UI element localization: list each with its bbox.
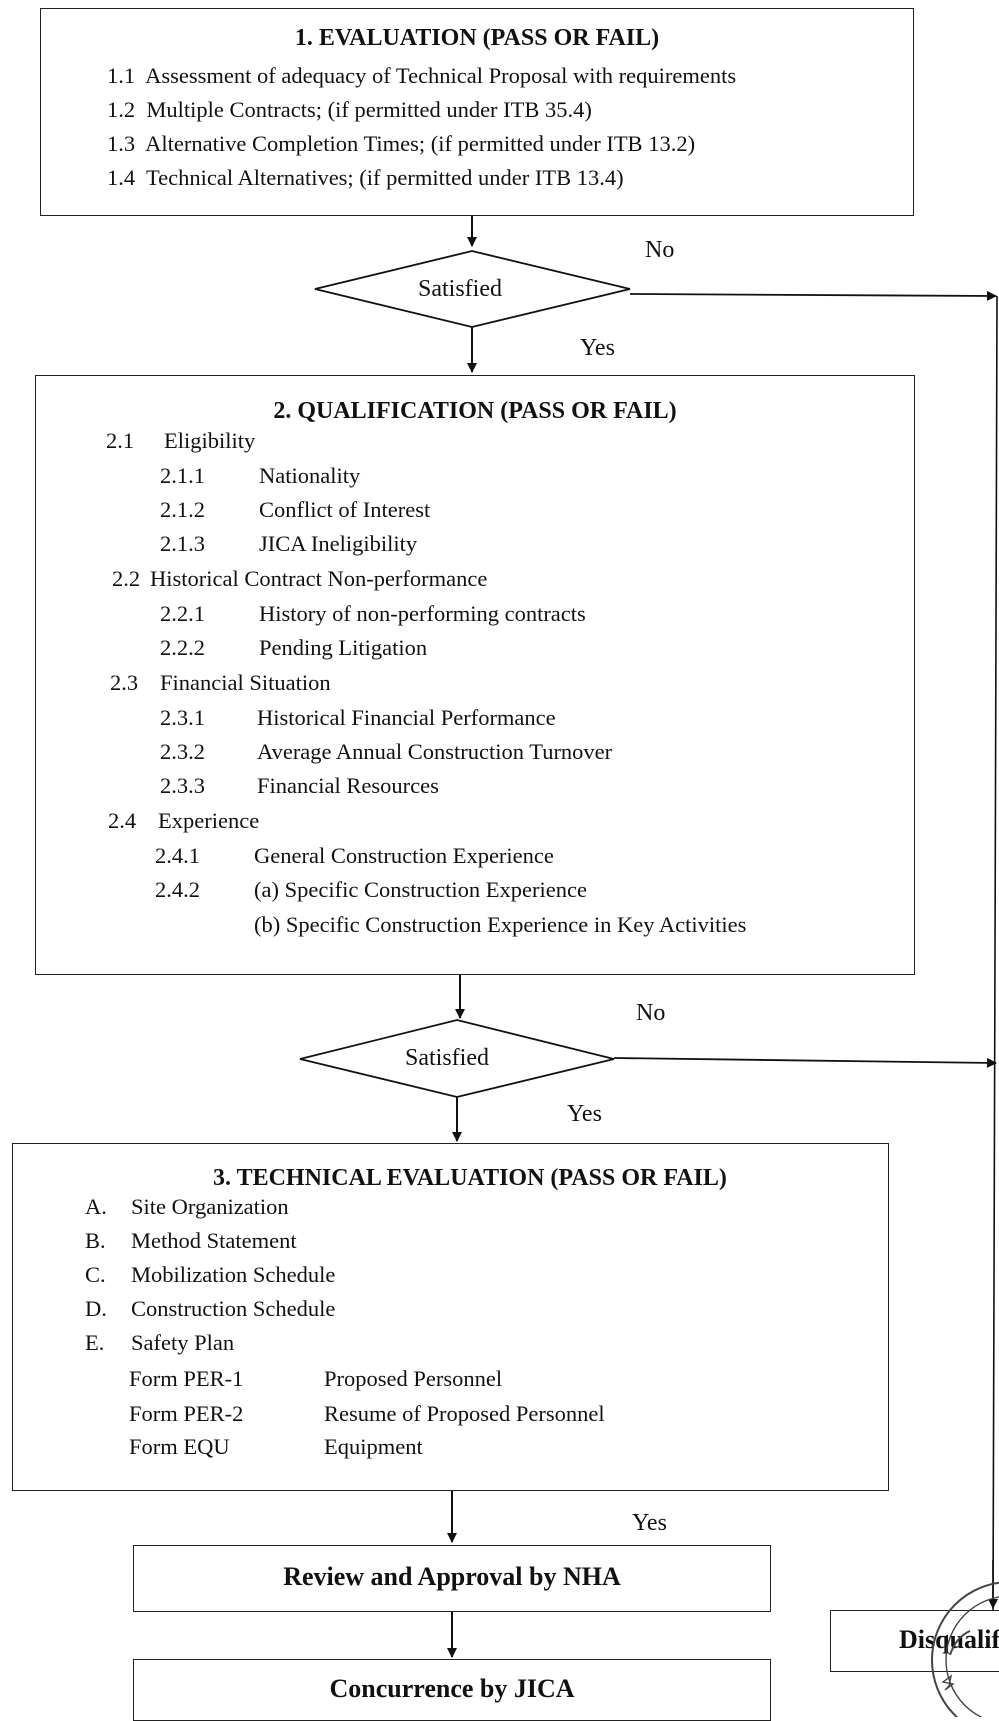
decision1-yes-label: Yes bbox=[580, 335, 615, 361]
box3-yes-label: Yes bbox=[632, 1510, 667, 1536]
item-title: Construction Schedule bbox=[131, 1296, 336, 1321]
item-title: Safety Plan bbox=[131, 1330, 235, 1355]
decision2-label: Satisfied bbox=[405, 1045, 489, 1071]
technical-evaluation-title: 3. TECHNICAL EVALUATION (PASS OR FAIL) bbox=[213, 1165, 727, 1191]
form-title: Proposed Personnel bbox=[324, 1366, 503, 1391]
evaluation-item: 1.4 Technical Alternatives; (if permitte… bbox=[107, 165, 624, 190]
section-title: Historical Contract Non-performance bbox=[150, 566, 488, 591]
form-code: Form PER-1 bbox=[129, 1366, 244, 1391]
item-title: Site Organization bbox=[131, 1194, 289, 1219]
qualification-title: 2. QUALIFICATION (PASS OR FAIL) bbox=[273, 398, 677, 424]
decision2-diamond bbox=[299, 1019, 615, 1098]
subsection-title: Conflict of Interest bbox=[259, 497, 431, 522]
section-title: Experience bbox=[158, 808, 260, 833]
decision1-label: Satisfied bbox=[418, 276, 502, 302]
subsection-number: 2.1.3 bbox=[160, 531, 205, 556]
subsection-title: JICA Ineligibility bbox=[259, 531, 418, 556]
right-vertical-connector bbox=[992, 295, 998, 1611]
form-code: Form PER-2 bbox=[129, 1401, 244, 1426]
arrow-decision2-no bbox=[613, 1057, 997, 1068]
form-title: Resume of Proposed Personnel bbox=[324, 1401, 605, 1426]
section-number: 2.1 bbox=[106, 428, 135, 453]
decision1-no-label: No bbox=[645, 237, 675, 263]
item-letter: E. bbox=[85, 1330, 105, 1355]
item-title: Mobilization Schedule bbox=[131, 1262, 336, 1287]
item-letter: C. bbox=[85, 1262, 106, 1287]
review-approval-label: Review and Approval by NHA bbox=[283, 1562, 621, 1591]
subsection-number: 2.2.1 bbox=[160, 601, 205, 626]
evaluation-item: 1.2 Multiple Contracts; (if permitted un… bbox=[107, 97, 592, 122]
item-letter: B. bbox=[85, 1228, 106, 1253]
subsection-number: 2.1.1 bbox=[160, 463, 205, 488]
item-letter: A. bbox=[85, 1194, 107, 1219]
evaluation-item: 1.1 Assessment of adequacy of Technical … bbox=[107, 63, 737, 88]
subsection-number: 2.3.3 bbox=[160, 773, 205, 798]
subsection-title: Nationality bbox=[259, 463, 361, 488]
form-title: Equipment bbox=[324, 1434, 423, 1459]
subsection-title: Historical Financial Performance bbox=[257, 705, 556, 730]
decision2-no-label: No bbox=[636, 1000, 666, 1026]
subsection-title: General Construction Experience bbox=[254, 843, 554, 868]
subsection-number: 2.3.2 bbox=[160, 739, 205, 764]
technical-evaluation-box: 3. TECHNICAL EVALUATION (PASS OR FAIL) A… bbox=[12, 1143, 889, 1491]
subsection-title: History of non-performing contracts bbox=[259, 601, 586, 626]
form-code: Form EQU bbox=[129, 1434, 230, 1459]
decision1-diamond bbox=[314, 250, 631, 328]
subsection-title: Average Annual Construction Turnover bbox=[257, 739, 613, 764]
arrow-decision1-no bbox=[629, 290, 997, 301]
evaluation-item: 1.3 Alternative Completion Times; (if pe… bbox=[107, 131, 696, 156]
subsection-number: 2.4.1 bbox=[155, 843, 200, 868]
review-approval-box: Review and Approval by NHA bbox=[133, 1545, 771, 1612]
evaluation-box: 1. EVALUATION (PASS OR FAIL) 1.1 Assessm… bbox=[40, 8, 914, 216]
subsection-title: Pending Litigation bbox=[259, 635, 428, 660]
section-title: Eligibility bbox=[164, 428, 256, 453]
evaluation-title: 1. EVALUATION (PASS OR FAIL) bbox=[294, 25, 660, 51]
section-number: 2.3 bbox=[110, 670, 139, 695]
subsection-number: 2.2.2 bbox=[160, 635, 205, 660]
subsection-number: 2.4.2 bbox=[155, 877, 200, 902]
concurrence-label: Concurrence by JICA bbox=[329, 1674, 575, 1703]
subsection-title: (b) Specific Construction Experience in … bbox=[254, 912, 747, 937]
section-number: 2.2 bbox=[112, 566, 141, 591]
subsection-title: Financial Resources bbox=[257, 773, 439, 798]
subsection-number: 2.3.1 bbox=[160, 705, 205, 730]
subsection-number: 2.1.2 bbox=[160, 497, 205, 522]
item-letter: D. bbox=[85, 1296, 107, 1321]
disqualified-label: Disqualified bbox=[899, 1625, 999, 1654]
item-title: Method Statement bbox=[131, 1228, 297, 1253]
disqualified-box: Disqualified bbox=[830, 1610, 999, 1672]
subsection-title: (a) Specific Construction Experience bbox=[254, 877, 587, 902]
decision2-yes-label: Yes bbox=[567, 1101, 602, 1127]
section-title: Financial Situation bbox=[160, 670, 331, 695]
section-number: 2.4 bbox=[108, 808, 137, 833]
qualification-box: 2. QUALIFICATION (PASS OR FAIL) 2.1 Elig… bbox=[35, 375, 915, 975]
concurrence-box: Concurrence by JICA bbox=[133, 1659, 771, 1721]
